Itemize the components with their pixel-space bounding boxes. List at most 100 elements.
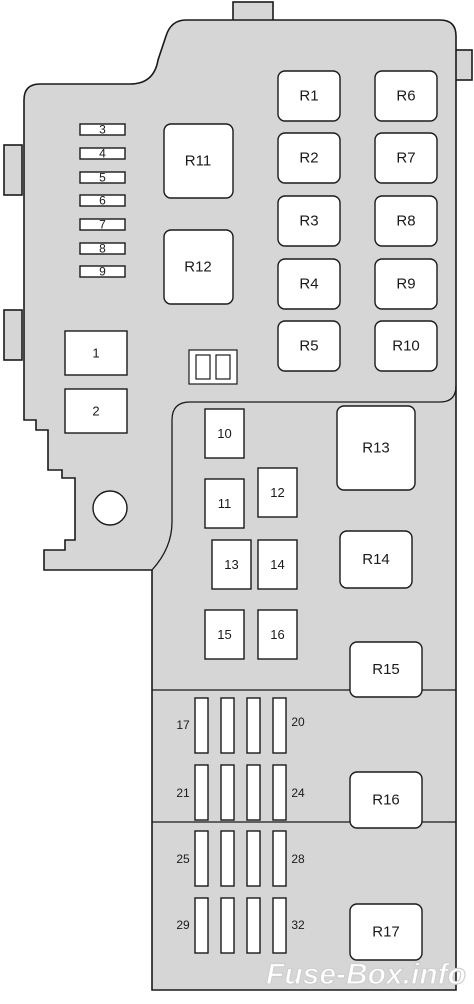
fuse-10: 10 xyxy=(204,408,245,459)
fuse-20-label: 20 xyxy=(291,715,305,729)
fuse-10-label: 10 xyxy=(217,426,231,441)
fuse-6-label: 6 xyxy=(99,194,106,208)
blade-fuse-19 xyxy=(246,697,261,754)
fuse-1: 1 xyxy=(64,330,128,376)
relay-r5: R5 xyxy=(277,320,341,372)
blade-fuse-23 xyxy=(246,764,261,821)
relay-r2-label: R2 xyxy=(299,150,318,167)
watermark: Fuse-Box.info xyxy=(266,958,466,991)
relay-column-left: R1 R2 R3 R4 R5 xyxy=(277,70,341,372)
fuse-15-label: 15 xyxy=(217,627,231,642)
relay-r16: R16 xyxy=(349,771,423,829)
fuse-17-label: 17 xyxy=(176,718,190,732)
fuse-16: 16 xyxy=(257,609,298,660)
left-tab-upper xyxy=(3,144,23,196)
mini-fuse-stack: 3 4 5 6 7 8 9 xyxy=(79,123,126,279)
relay-r12-label: R12 xyxy=(184,259,212,276)
connector-pin-left xyxy=(195,354,211,380)
relay-r4-label: R4 xyxy=(299,276,318,293)
relay-column-right: R6 R7 R8 R9 R10 xyxy=(374,70,438,372)
relay-r8-label: R8 xyxy=(396,213,415,230)
fuse-5: 5 xyxy=(79,171,126,185)
fuse-9: 9 xyxy=(79,265,126,279)
relay-r9: R9 xyxy=(374,258,438,310)
fuse-24-label: 24 xyxy=(291,786,305,800)
relay-r8: R8 xyxy=(374,195,438,247)
relay-r9-label: R9 xyxy=(396,276,415,293)
relay-r13-label: R13 xyxy=(362,440,390,457)
fuse-4: 4 xyxy=(79,147,126,161)
fuse-5-label: 5 xyxy=(99,171,106,185)
blade-fuse-25 xyxy=(194,830,209,887)
fuse-14-label: 14 xyxy=(270,557,284,572)
fuse-3: 3 xyxy=(79,123,126,137)
fuse-25-label: 25 xyxy=(176,852,190,866)
blade-row-3 xyxy=(194,830,287,887)
relay-r10-label: R10 xyxy=(392,338,420,355)
fuse-2: 2 xyxy=(64,388,128,434)
relay-r15-label: R15 xyxy=(372,661,400,678)
relay-r17-label: R17 xyxy=(372,924,400,941)
fuse-13-label: 13 xyxy=(224,557,238,572)
relay-r10: R10 xyxy=(374,320,438,372)
fuse-12-label: 12 xyxy=(270,485,284,500)
relay-r4: R4 xyxy=(277,258,341,310)
relay-r13: R13 xyxy=(336,405,416,491)
relay-r3: R3 xyxy=(277,195,341,247)
connector-socket xyxy=(188,349,238,385)
connector-pin-right xyxy=(215,354,231,380)
fuse-7-label: 7 xyxy=(99,218,106,232)
relay-r6-label: R6 xyxy=(396,88,415,105)
relay-r1: R1 xyxy=(277,70,341,122)
blade-fuse-20 xyxy=(272,697,287,754)
fuse-4-label: 4 xyxy=(99,147,106,161)
upper-panel-edge xyxy=(151,385,457,571)
fuse-7: 7 xyxy=(79,218,126,232)
blade-fuse-21 xyxy=(194,764,209,821)
relay-r2: R2 xyxy=(277,132,341,184)
fuse-28-label: 28 xyxy=(291,852,305,866)
fuse-11: 11 xyxy=(204,478,245,529)
fuse-15: 15 xyxy=(204,609,245,660)
blade-fuse-26 xyxy=(220,830,235,887)
blade-fuse-31 xyxy=(246,897,261,954)
blade-row-1 xyxy=(194,697,287,754)
fuse-3-label: 3 xyxy=(99,123,106,137)
fuse-29-label: 29 xyxy=(176,918,190,932)
relay-r12: R12 xyxy=(163,229,234,305)
relay-r3-label: R3 xyxy=(299,213,318,230)
fuse-32-label: 32 xyxy=(291,918,305,932)
fuse-13: 13 xyxy=(211,539,252,590)
right-tab xyxy=(454,49,473,81)
left-tab-lower xyxy=(3,309,23,361)
relay-r15: R15 xyxy=(349,641,423,698)
fuse-6: 6 xyxy=(79,194,126,208)
relay-r1-label: R1 xyxy=(299,88,318,105)
fuse-16-label: 16 xyxy=(270,627,284,642)
relay-r17: R17 xyxy=(349,903,423,961)
fuse-11-label: 11 xyxy=(218,496,232,511)
blade-fuse-32 xyxy=(272,897,287,954)
blade-row-2 xyxy=(194,764,287,821)
blade-fuse-28 xyxy=(272,830,287,887)
blade-fuse-27 xyxy=(246,830,261,887)
blade-fuse-18 xyxy=(220,697,235,754)
blade-row-4 xyxy=(194,897,287,954)
fuse-8-label: 8 xyxy=(99,242,106,256)
blade-fuse-30 xyxy=(220,897,235,954)
blade-fuse-29 xyxy=(194,897,209,954)
relay-r16-label: R16 xyxy=(372,792,400,809)
relay-r6: R6 xyxy=(374,70,438,122)
fuse-1-label: 1 xyxy=(92,346,99,361)
blade-fuse-24 xyxy=(272,764,287,821)
fuse-2-label: 2 xyxy=(92,404,99,419)
fuse-21-label: 21 xyxy=(176,786,190,800)
mounting-hole xyxy=(92,490,128,526)
relay-r7: R7 xyxy=(374,132,438,184)
fuse-12: 12 xyxy=(257,467,298,518)
blade-fuse-22 xyxy=(220,764,235,821)
relay-r7-label: R7 xyxy=(396,150,415,167)
blade-fuse-block: 17 20 21 24 25 28 29 32 xyxy=(176,697,305,954)
